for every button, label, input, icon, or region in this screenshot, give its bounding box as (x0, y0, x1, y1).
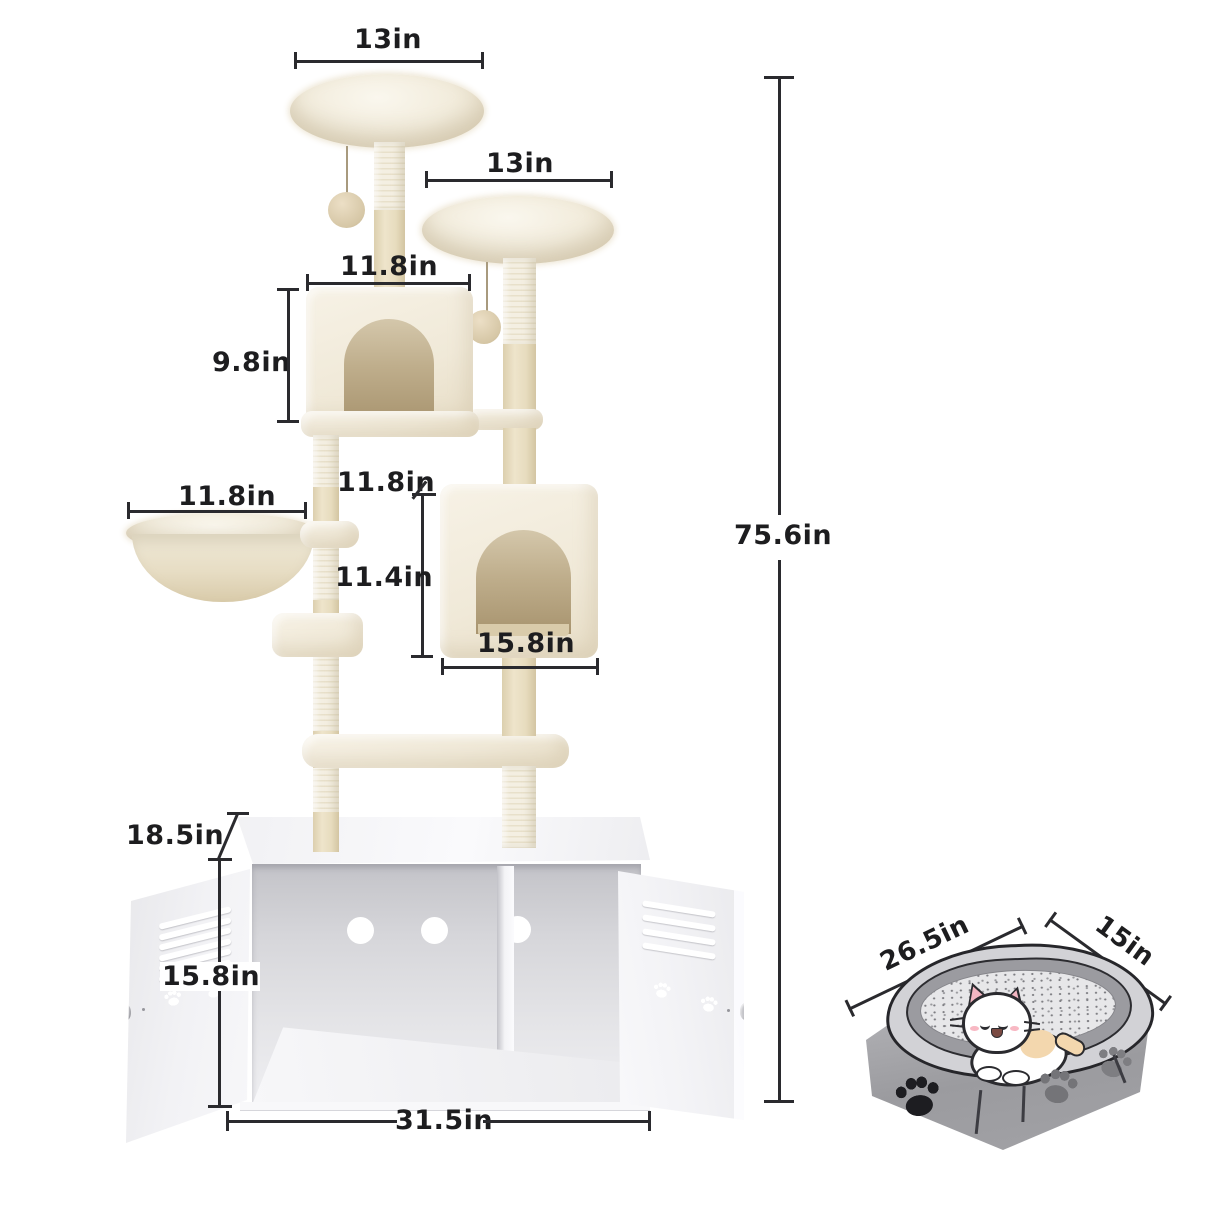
basket-bowl (132, 534, 314, 602)
dim-line (128, 510, 306, 513)
dim-tick (277, 420, 299, 423)
dim-tick (481, 52, 484, 69)
dim-tick (1159, 994, 1172, 1012)
vent-slat (642, 900, 716, 918)
door-edge (734, 890, 744, 1120)
left-pole-band (313, 812, 339, 852)
dim-lower-condo-height: 11.4in (335, 562, 434, 593)
cat-front-paw (976, 1066, 1002, 1082)
dim-tick (648, 1111, 651, 1131)
dim-tick (425, 171, 428, 188)
right-pole-sisal (502, 766, 536, 848)
long-platform (302, 734, 569, 768)
mid-pole-plush (503, 344, 536, 414)
top-pole-sisal (374, 142, 405, 212)
dim-line (421, 494, 424, 657)
cabinet-bottom-edge (240, 1102, 650, 1111)
dim-tick (304, 502, 307, 519)
vent-slat (642, 942, 716, 960)
dim-tick (208, 1105, 232, 1108)
paw-print-icon (892, 1072, 944, 1120)
dim-basket-width: 11.8in (178, 481, 277, 512)
dim-tick (468, 274, 471, 291)
top-pole-plush (374, 210, 405, 290)
dim-top-perch-width: 13in (353, 24, 423, 55)
cabinet-back-hole (347, 917, 374, 944)
dim-second-perch-width: 13in (485, 148, 555, 179)
left-pole-band (313, 487, 339, 525)
toy-string-2 (486, 262, 488, 314)
dim-tick (412, 493, 436, 496)
dim-lower-condo-width: 15.8in (477, 628, 576, 659)
cat-head (962, 992, 1032, 1054)
cabinet-top-panel (237, 817, 650, 864)
second-perch (422, 196, 614, 264)
dim-line (295, 60, 483, 63)
cabinet-left-door (126, 869, 250, 1143)
top-condo-base (301, 411, 479, 437)
dim-base-inner-height: 15.8in (160, 961, 261, 992)
dim-line (287, 289, 290, 422)
dim-top-condo-width: 11.8in (339, 251, 439, 282)
cat-eye-right (998, 1020, 1008, 1030)
dim-tick (610, 171, 613, 188)
dim-tick (441, 658, 444, 675)
door-knob (126, 1004, 131, 1021)
dim-line (426, 179, 612, 182)
step-platform (272, 613, 363, 657)
cat-mouth (991, 1028, 1003, 1038)
door-pin (727, 1009, 730, 1012)
cat-illustration (949, 978, 1089, 1093)
dim-tick (764, 76, 794, 79)
dim-line (778, 560, 781, 1102)
dim-tick (306, 274, 309, 291)
cat-cheek-left (970, 1026, 979, 1031)
lower-condo-sill (478, 624, 569, 636)
cat-eye-left (980, 1020, 990, 1030)
dim-base-width: 31.5in (395, 1105, 494, 1136)
dim-line (778, 78, 781, 515)
basket-ring (300, 521, 359, 548)
dim-upper-section-height: 11.8in (337, 467, 436, 498)
dim-tick (277, 288, 299, 291)
dim-tick (764, 1100, 794, 1103)
toy-ball (328, 192, 365, 228)
litter-pan-illustration: 26.5in 15in (840, 900, 1210, 1210)
cat-cheek-right (1010, 1026, 1019, 1031)
dim-tick (127, 502, 130, 519)
door-knob (740, 1003, 744, 1020)
dim-line (442, 666, 598, 669)
dim-tick (227, 812, 249, 815)
dim-tick (294, 52, 297, 69)
top-condo-opening (344, 319, 434, 424)
door-pin (142, 1008, 145, 1011)
vent-slat (642, 928, 716, 946)
right-pole-plush (502, 658, 536, 736)
paw-cutout-icon (651, 980, 673, 1000)
toy-string (346, 146, 348, 196)
cat-front-paw (1002, 1070, 1030, 1086)
dim-tick (411, 655, 433, 658)
top-perch (290, 74, 484, 148)
paw-cutout-icon (698, 994, 720, 1014)
cabinet-back-hole (421, 917, 448, 944)
dim-line (307, 282, 469, 285)
mid-pole-sisal (503, 258, 536, 346)
dim-overall-height: 75.6in (734, 520, 833, 551)
mid-pole-plush-2 (503, 428, 536, 486)
lower-condo-opening (476, 530, 571, 634)
dim-tick (596, 658, 599, 675)
dim-line (227, 1120, 397, 1123)
cabinet-right-door (618, 871, 744, 1120)
paw-print-icon (1035, 1064, 1081, 1108)
dim-top-condo-height: 9.8in (212, 347, 291, 378)
mid-pole-ring (467, 409, 543, 430)
cabinet-divider (497, 866, 514, 1103)
dim-base-height: 18.5in (126, 820, 225, 851)
dim-line (483, 1120, 649, 1123)
vent-slat (642, 914, 716, 932)
